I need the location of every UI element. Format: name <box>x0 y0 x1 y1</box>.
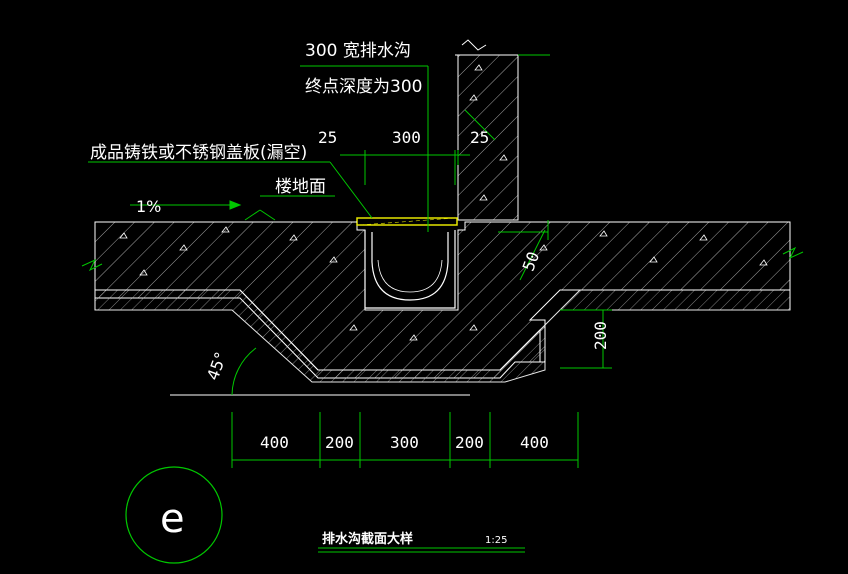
cover-plate <box>356 217 458 226</box>
dim-25-right: 25 <box>470 128 489 147</box>
cover-plate-label: 成品铸铁或不锈钢盖板(漏空) <box>90 143 307 163</box>
end-depth-label: 终点深度为300 <box>305 77 422 97</box>
dim-25-left: 25 <box>318 128 337 147</box>
break-line-icon <box>461 39 487 51</box>
bottom-dim-3: 300 <box>390 433 419 452</box>
drain-channel <box>364 230 456 309</box>
section-mark-letter: e <box>160 496 185 542</box>
drawing-title: 排水沟截面大样 <box>322 531 413 547</box>
drawing-scale: 1:25 <box>485 535 507 546</box>
wall <box>457 39 519 221</box>
dim-300-top: 300 <box>392 128 421 147</box>
ditch-width-label: 300 宽排水沟 <box>305 41 411 61</box>
floor-surface-label: 楼地面 <box>275 177 326 197</box>
left-break-icon <box>81 258 103 272</box>
bottom-dim-4: 200 <box>455 433 484 452</box>
bottom-dim-5: 400 <box>520 433 549 452</box>
right-break-icon <box>782 246 804 260</box>
angle-label: 45° <box>203 350 231 383</box>
bottom-dim-2: 200 <box>325 433 354 452</box>
aggregate-symbols <box>119 64 768 341</box>
section-mark-circle <box>125 466 223 564</box>
dim-200-right: 200 <box>591 321 610 350</box>
bottom-dimensions: 400 200 300 200 400 <box>260 433 549 452</box>
slope-label: 1% <box>136 197 161 216</box>
bottom-dim-1: 400 <box>260 433 289 452</box>
leaders <box>88 65 612 553</box>
